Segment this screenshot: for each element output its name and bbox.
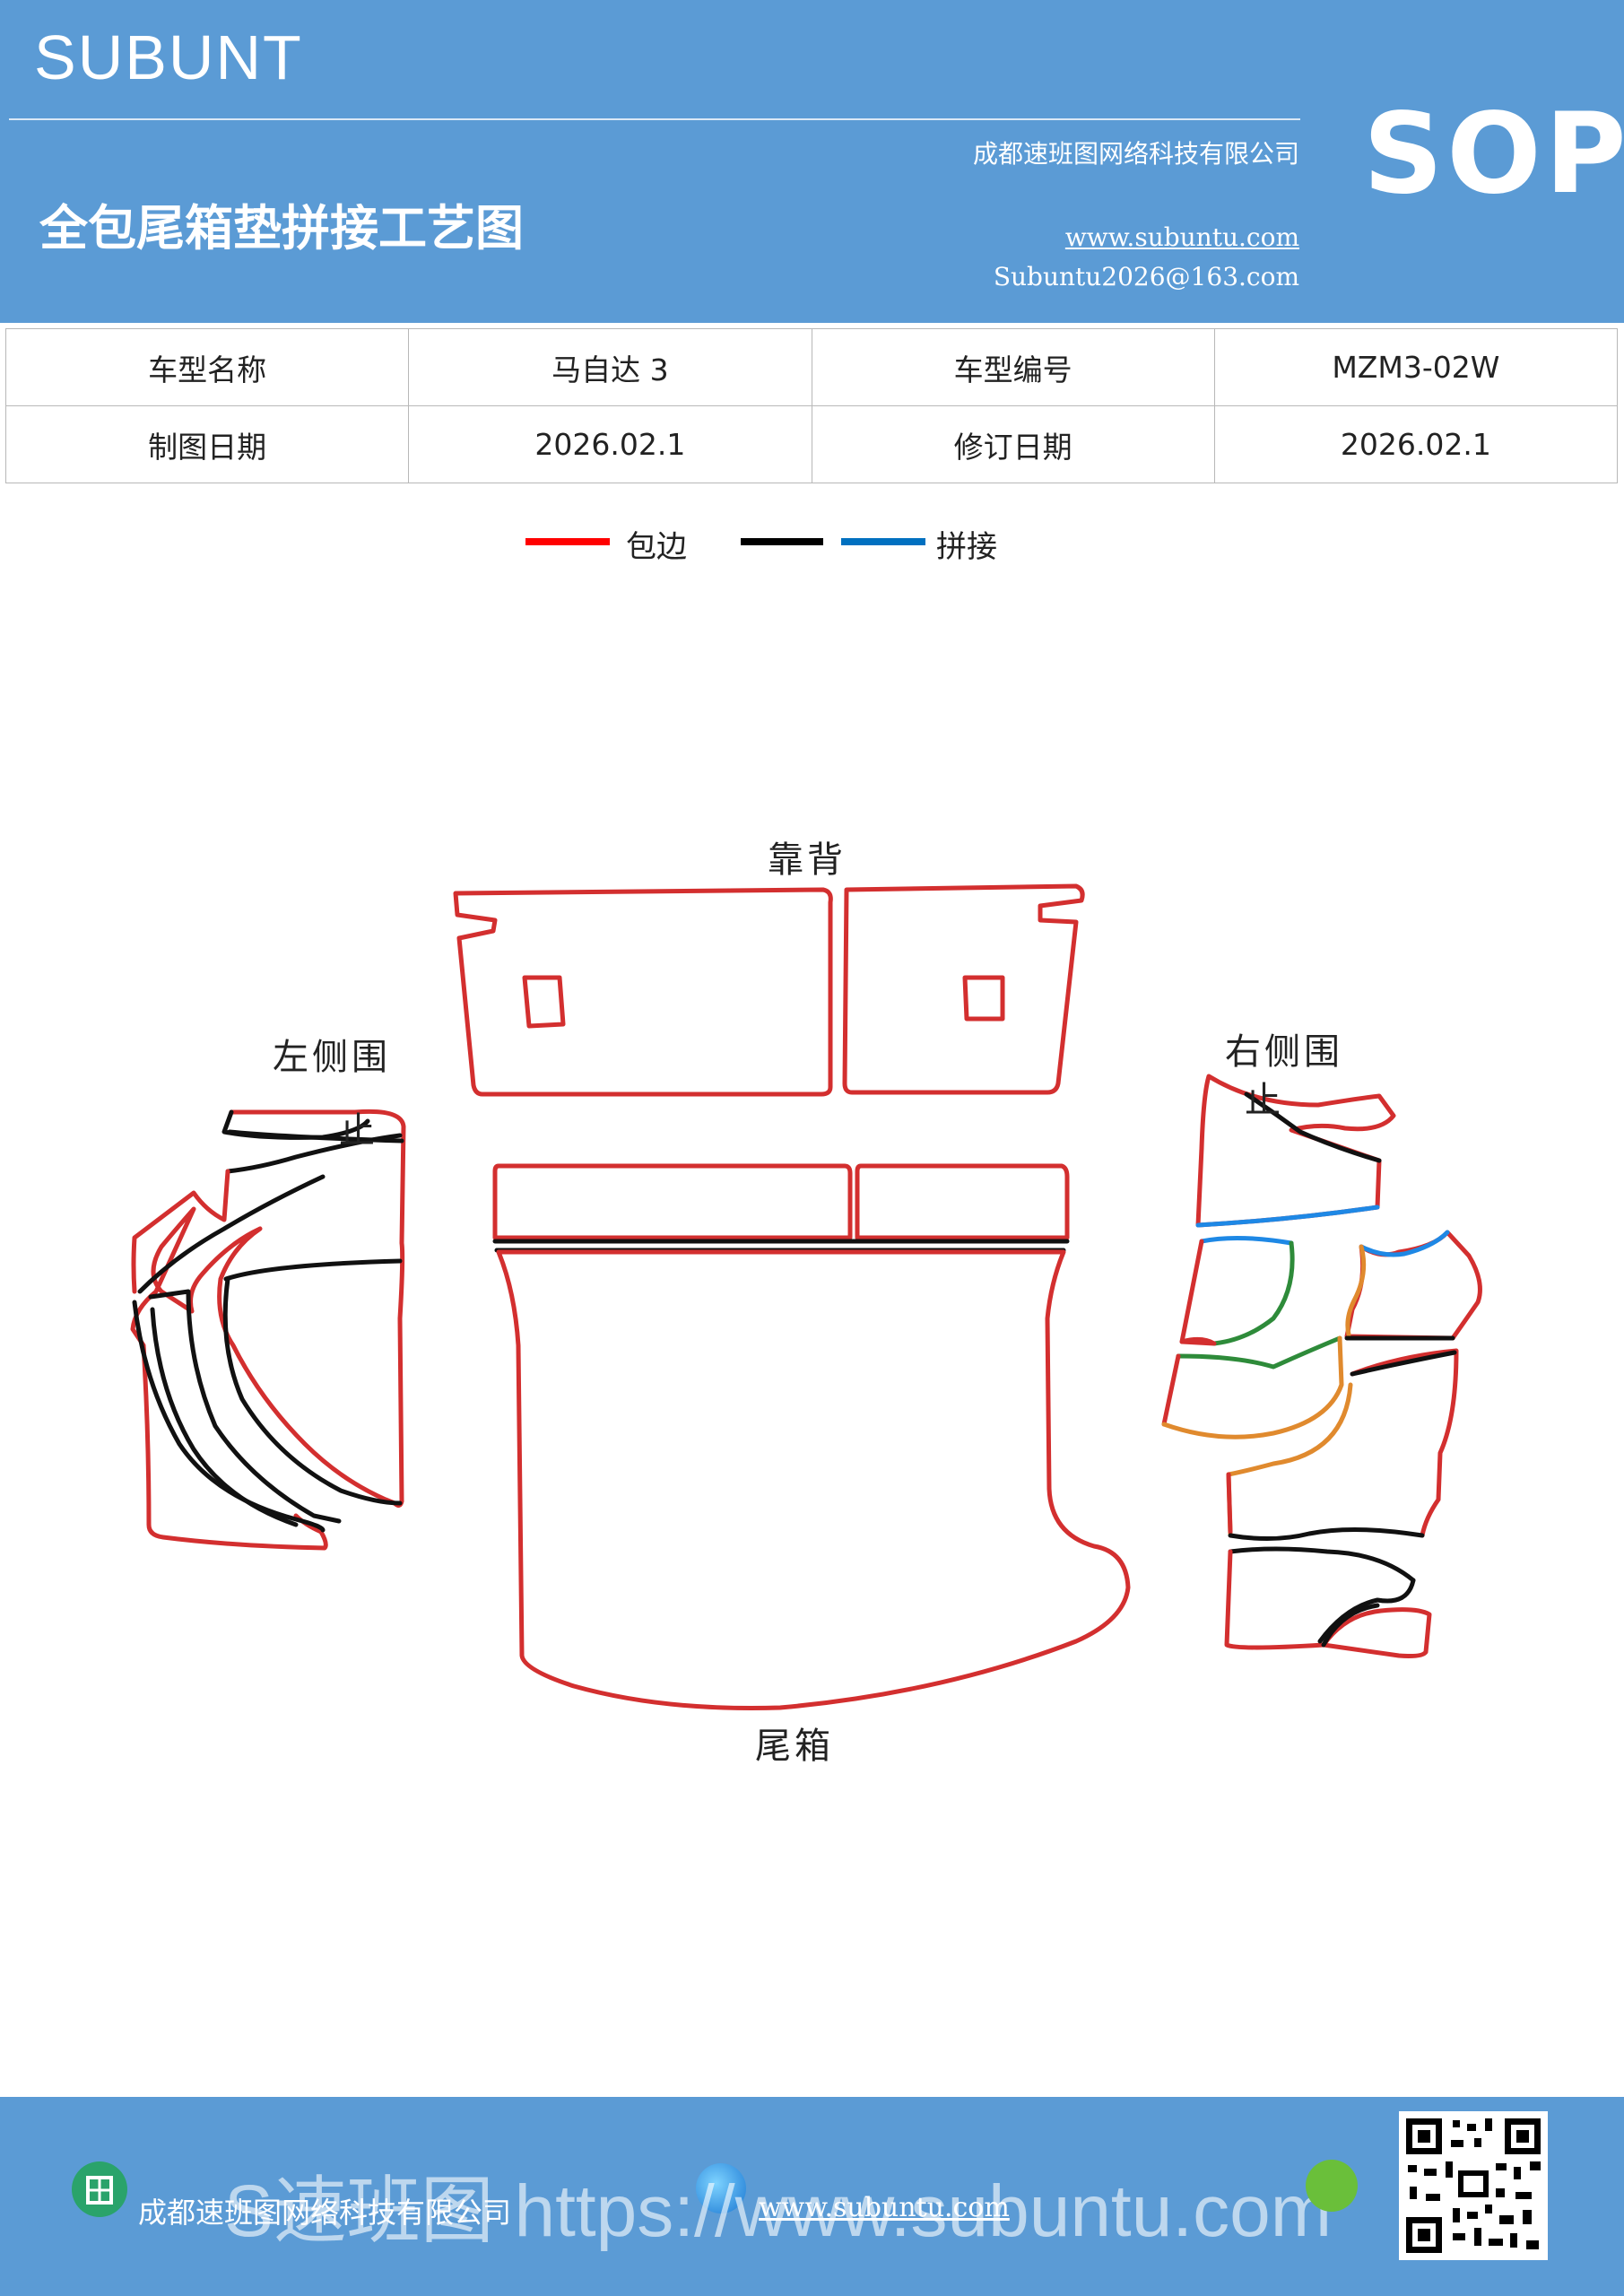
footer-banner: 成都速班图网络科技有限公司 www.subuntu.com S速班图 https… <box>0 2097 1624 2296</box>
legend-swatch-red <box>525 538 610 545</box>
table-row: 制图日期 2026.02.1 修订日期 2026.02.1 <box>4 405 1619 483</box>
building-icon <box>72 2161 127 2217</box>
brand-name: SUBUNT <box>34 22 303 92</box>
footer-company: 成都速班图网络科技有限公司 <box>138 2196 512 2230</box>
right-side-wall <box>1161 1074 1482 1658</box>
table-cell: 制图日期 <box>4 405 410 483</box>
legend-label: 包边 <box>626 529 687 565</box>
trunk-label: 尾箱 <box>755 1726 834 1767</box>
backrest-right-piece <box>842 883 1085 1095</box>
sop-badge: SOP <box>1363 90 1624 219</box>
middle-strip <box>492 1163 1070 1240</box>
legend: 包边 拼接 <box>0 522 1624 576</box>
header-banner: SUBUNT 全包尾箱垫拼接工艺图 成都速班图网络科技有限公司 www.subu… <box>0 0 1624 323</box>
company-name: 成都速班图网络科技有限公司 <box>972 139 1299 169</box>
table-cell: MZM3-02W <box>1213 328 1619 406</box>
vehicle-info-table: 车型名称 马自达 3 车型编号 MZM3-02W 制图日期 2026.02.1 … <box>4 328 1619 483</box>
table-cell: 马自达 3 <box>408 328 812 406</box>
backrest-label: 靠背 <box>768 839 847 881</box>
trunk-floor-piece <box>496 1249 1131 1710</box>
website-link[interactable]: www.subuntu.com <box>1064 222 1299 252</box>
table-cell: 车型编号 <box>811 328 1215 406</box>
left-side-label: 左侧围 <box>273 1037 391 1078</box>
table-cell: 2026.02.1 <box>1213 405 1619 483</box>
table-cell: 2026.02.1 <box>408 405 812 483</box>
globe-icon <box>696 2163 746 2213</box>
left-side-wall <box>130 1109 406 1551</box>
right-side-label: 右侧围 <box>1225 1031 1343 1073</box>
table-cell: 修订日期 <box>811 405 1215 483</box>
table-row: 车型名称 马自达 3 车型编号 MZM3-02W <box>4 328 1619 406</box>
legend-label: 拼接 <box>936 529 997 565</box>
header-divider <box>9 118 1300 120</box>
qr-code <box>1399 2111 1548 2260</box>
right-side-label-2: 止 <box>1245 1080 1284 1121</box>
footer-watermark: S速班图 https://www.subuntu.com <box>224 2170 1333 2252</box>
email-address[interactable]: Subuntu2026@163.com <box>993 262 1299 291</box>
legend-swatch-blue <box>841 538 925 545</box>
wechat-icon <box>1306 2160 1358 2212</box>
document-title: 全包尾箱垫拼接工艺图 <box>39 199 524 257</box>
footer-website[interactable]: www.subuntu.com <box>759 2192 1010 2223</box>
table-cell: 车型名称 <box>4 328 410 406</box>
left-side-label-2: 止 <box>339 1110 378 1152</box>
backrest-left-piece <box>453 887 833 1097</box>
legend-swatch-black <box>741 538 823 545</box>
